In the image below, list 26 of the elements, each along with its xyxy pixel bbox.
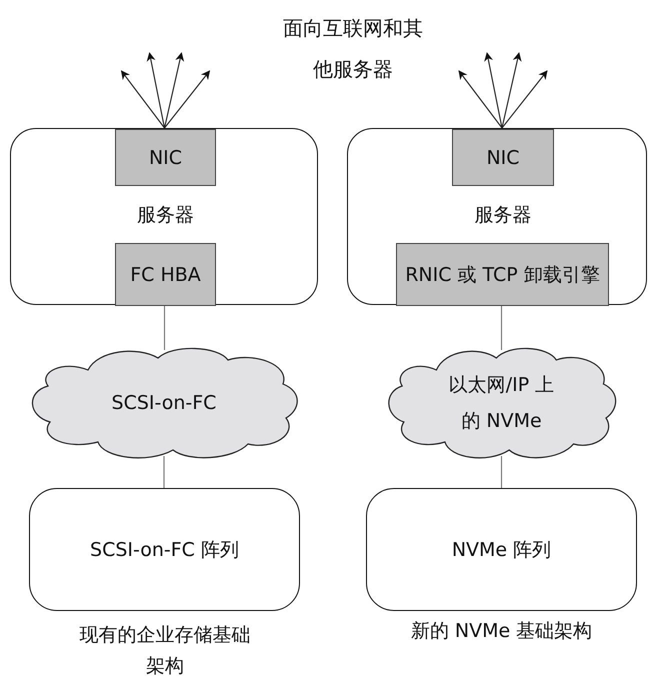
adapter-card: RNIC 或 TCP 卸载引擎 xyxy=(396,243,609,306)
connector-line xyxy=(500,305,502,350)
arrow xyxy=(146,52,166,128)
adapter-card: NIC xyxy=(452,129,554,186)
arrow xyxy=(164,52,184,128)
adapter-card: NIC xyxy=(115,129,216,186)
arrow xyxy=(484,52,503,128)
arrow xyxy=(458,70,502,128)
storage-array-box: NVMe 阵列 xyxy=(366,488,637,611)
arrow xyxy=(501,52,522,128)
server-label: 服务器 xyxy=(474,202,532,228)
caption-text: 新的 NVMe 基础架构 xyxy=(410,619,594,644)
title: 面向互联网和其他服务器 xyxy=(282,15,424,83)
connector-line xyxy=(164,305,166,350)
storage-array-box: SCSI-on-FC 阵列 xyxy=(29,488,300,611)
connector-line xyxy=(500,456,502,488)
network-cloud: 以太网/IP 上的 NVMe xyxy=(385,346,618,460)
arrow xyxy=(164,70,210,128)
server-box xyxy=(10,128,318,305)
arrow xyxy=(502,70,548,128)
arrow xyxy=(120,70,165,128)
server-box xyxy=(347,128,647,305)
adapter-card: FC HBA xyxy=(115,243,216,306)
caption-text: 现有的企业存储基础架构 xyxy=(78,623,252,679)
server-label: 服务器 xyxy=(136,202,195,228)
connector-line xyxy=(163,456,165,488)
